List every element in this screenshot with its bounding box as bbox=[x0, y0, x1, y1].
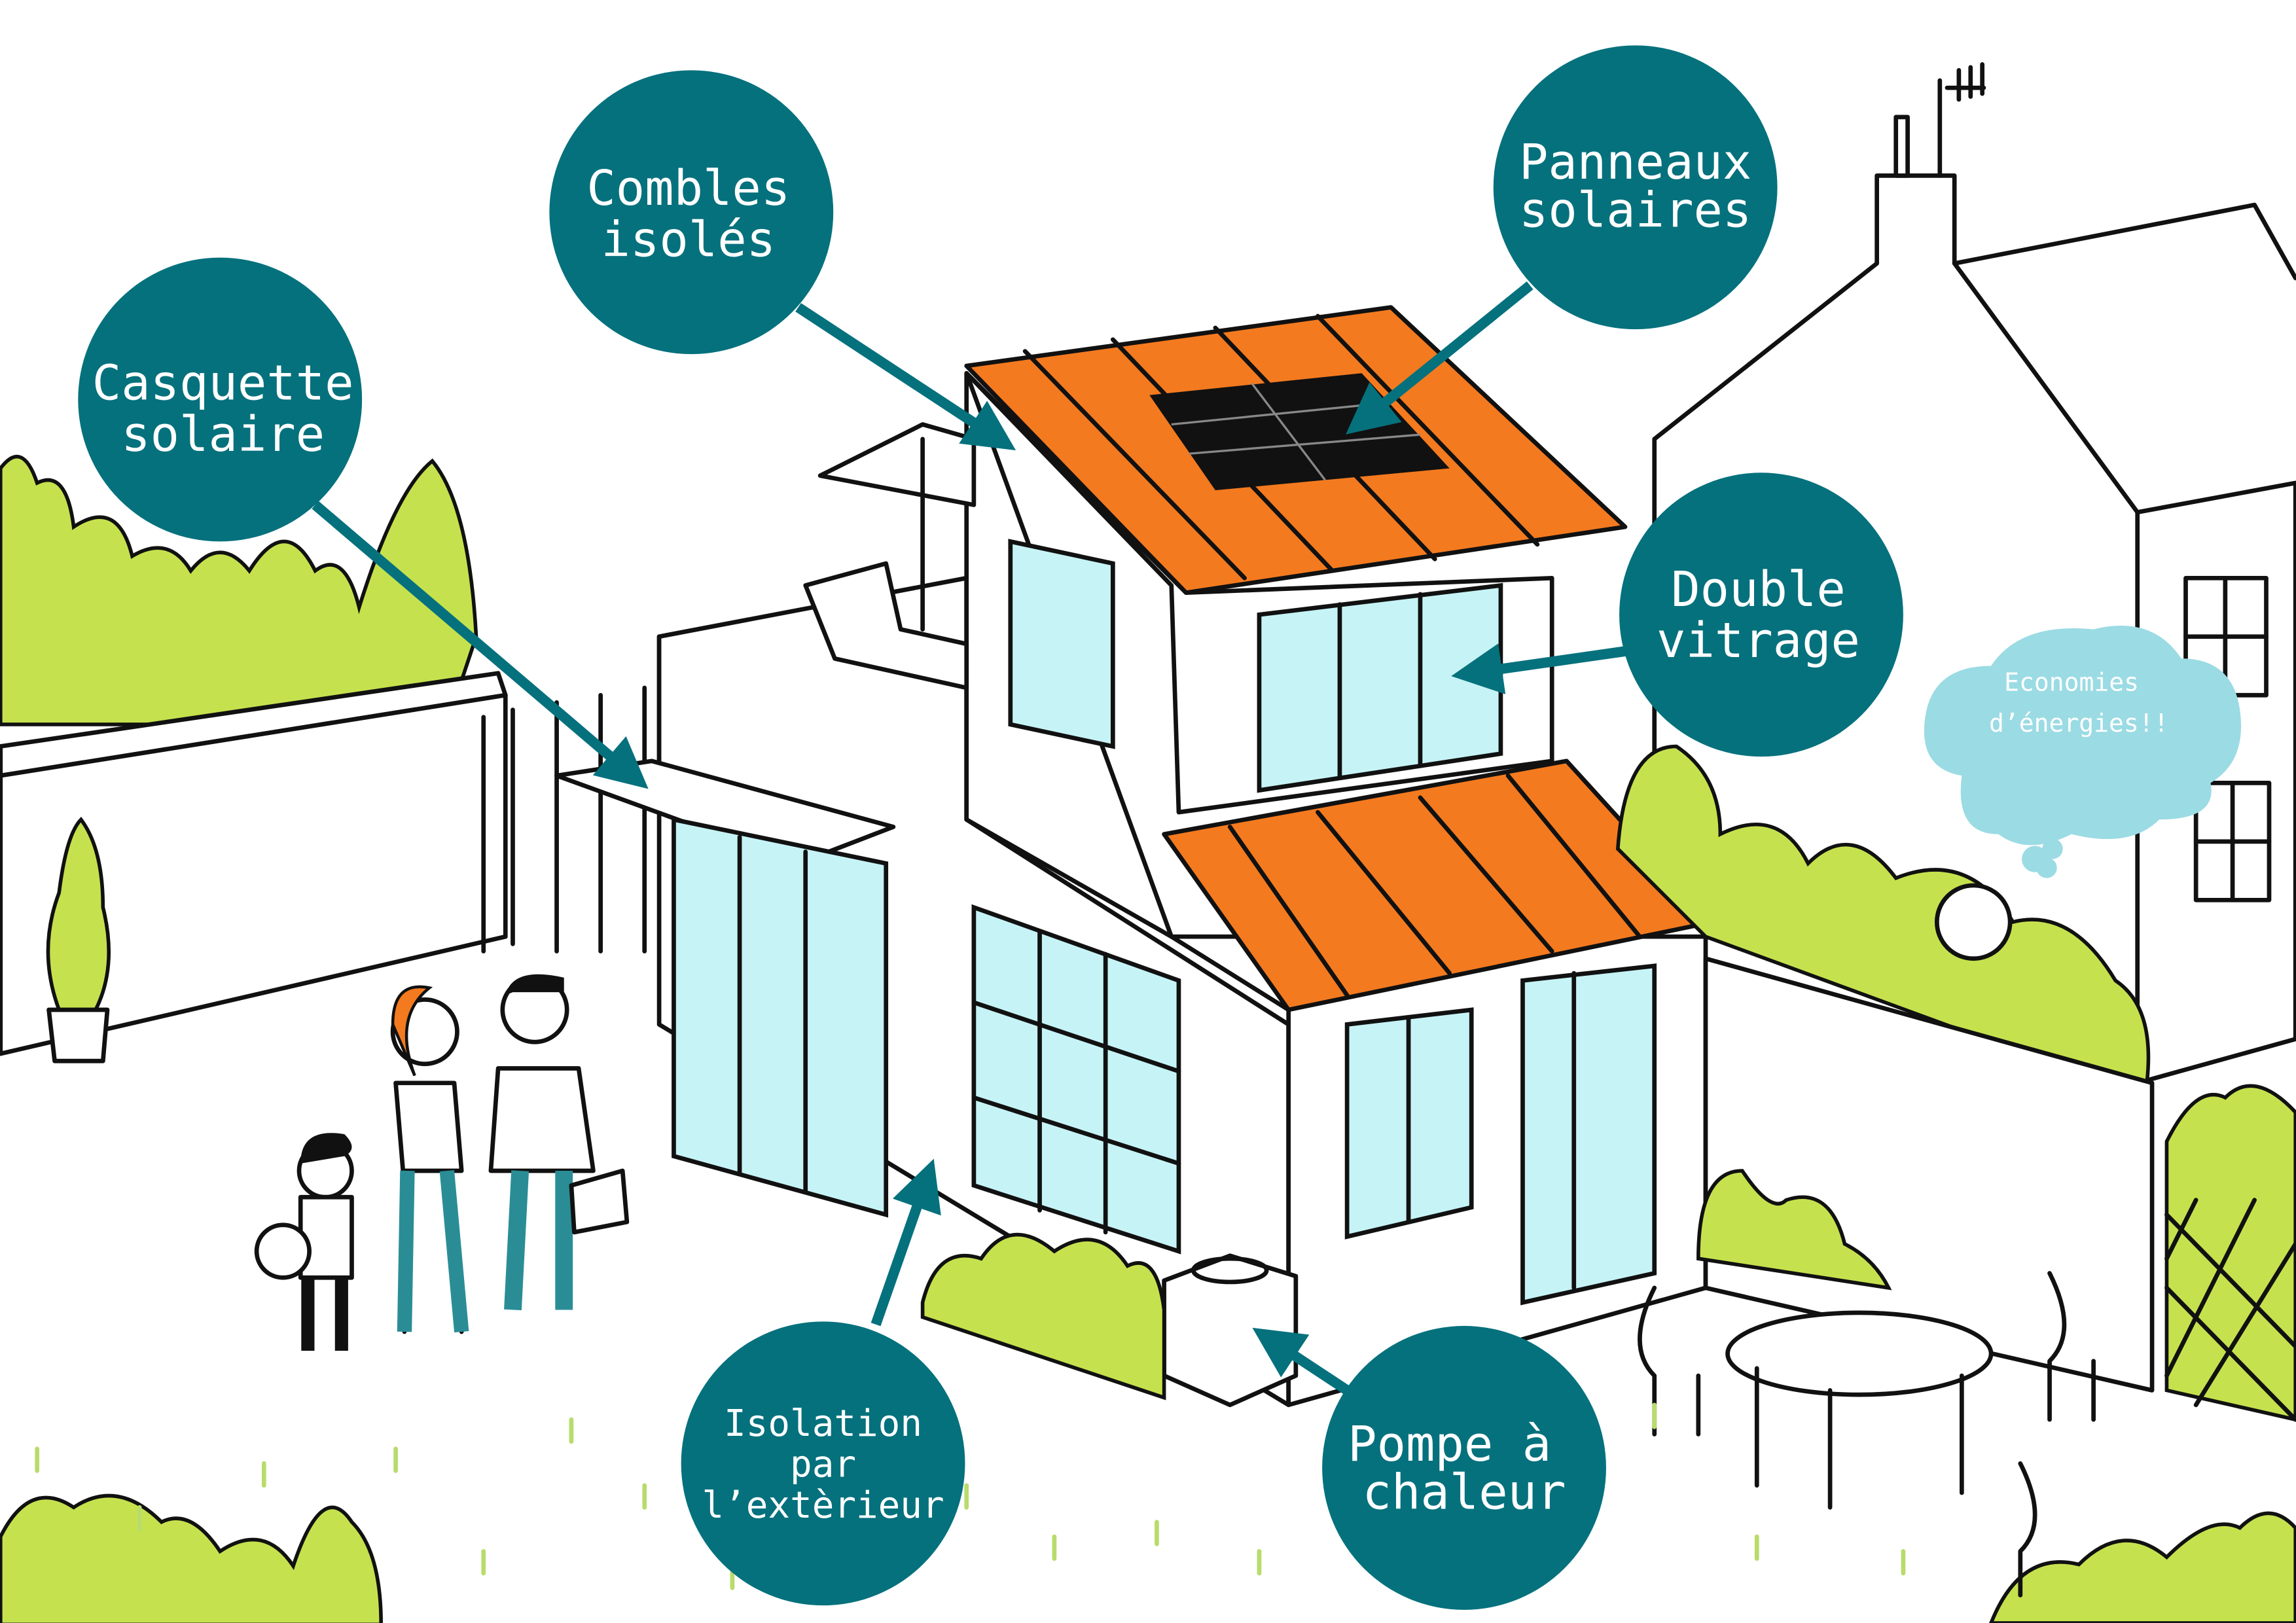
callout-combles-isoles: Combles isolés bbox=[549, 70, 834, 355]
arrow-isolation bbox=[870, 1158, 941, 1327]
thought-line-2: d’énergies!! bbox=[1989, 709, 2169, 738]
callout-pompe-a-chaleur: Pompe à chaleur bbox=[1322, 1326, 1606, 1610]
arrow-casquette bbox=[312, 501, 649, 789]
arrow-panneaux bbox=[1346, 281, 1534, 435]
arrow-pompe bbox=[1252, 1327, 1350, 1395]
garden bbox=[0, 744, 2296, 1623]
thought-line-1: Economies bbox=[2004, 668, 2139, 697]
svg-text:l’extèrieur: l’extèrieur bbox=[702, 1484, 944, 1527]
neighbour-face bbox=[1934, 883, 2013, 961]
svg-text:solaire: solaire bbox=[121, 407, 325, 463]
callout-isolation-exterieur: Isolation par l’extèrieur bbox=[681, 1321, 965, 1606]
arrow-vitrage bbox=[1451, 643, 1626, 694]
callout-casquette-solaire: Casquette solaire bbox=[78, 257, 363, 542]
svg-text:Panneaux: Panneaux bbox=[1519, 135, 1751, 190]
garden-table bbox=[1725, 1310, 1994, 1397]
heat-pump bbox=[1162, 1253, 1299, 1408]
callout-double-vitrage: Double vitrage bbox=[1619, 473, 1903, 757]
main-house bbox=[554, 305, 1715, 1408]
thought-bubble: Economies d’énergies!! bbox=[1924, 625, 2242, 878]
family bbox=[254, 974, 630, 1351]
svg-text:Pompe à: Pompe à bbox=[1348, 1417, 1551, 1472]
svg-text:Double: Double bbox=[1671, 562, 1846, 618]
svg-text:solaires: solaires bbox=[1519, 183, 1751, 239]
svg-text:par: par bbox=[790, 1443, 856, 1486]
garden-wall bbox=[0, 455, 647, 1063]
svg-text:chaleur: chaleur bbox=[1363, 1465, 1566, 1521]
svg-text:Isolation: Isolation bbox=[724, 1402, 922, 1445]
svg-text:Casquette: Casquette bbox=[92, 355, 354, 411]
arrow-combles bbox=[795, 303, 1016, 451]
callout-arrows bbox=[312, 281, 1626, 1395]
callout-panneaux-solaires: Panneaux solaires bbox=[1493, 45, 1778, 330]
svg-text:Combles: Combles bbox=[586, 161, 790, 217]
svg-text:isolés: isolés bbox=[601, 212, 776, 268]
svg-text:vitrage: vitrage bbox=[1657, 613, 1860, 669]
